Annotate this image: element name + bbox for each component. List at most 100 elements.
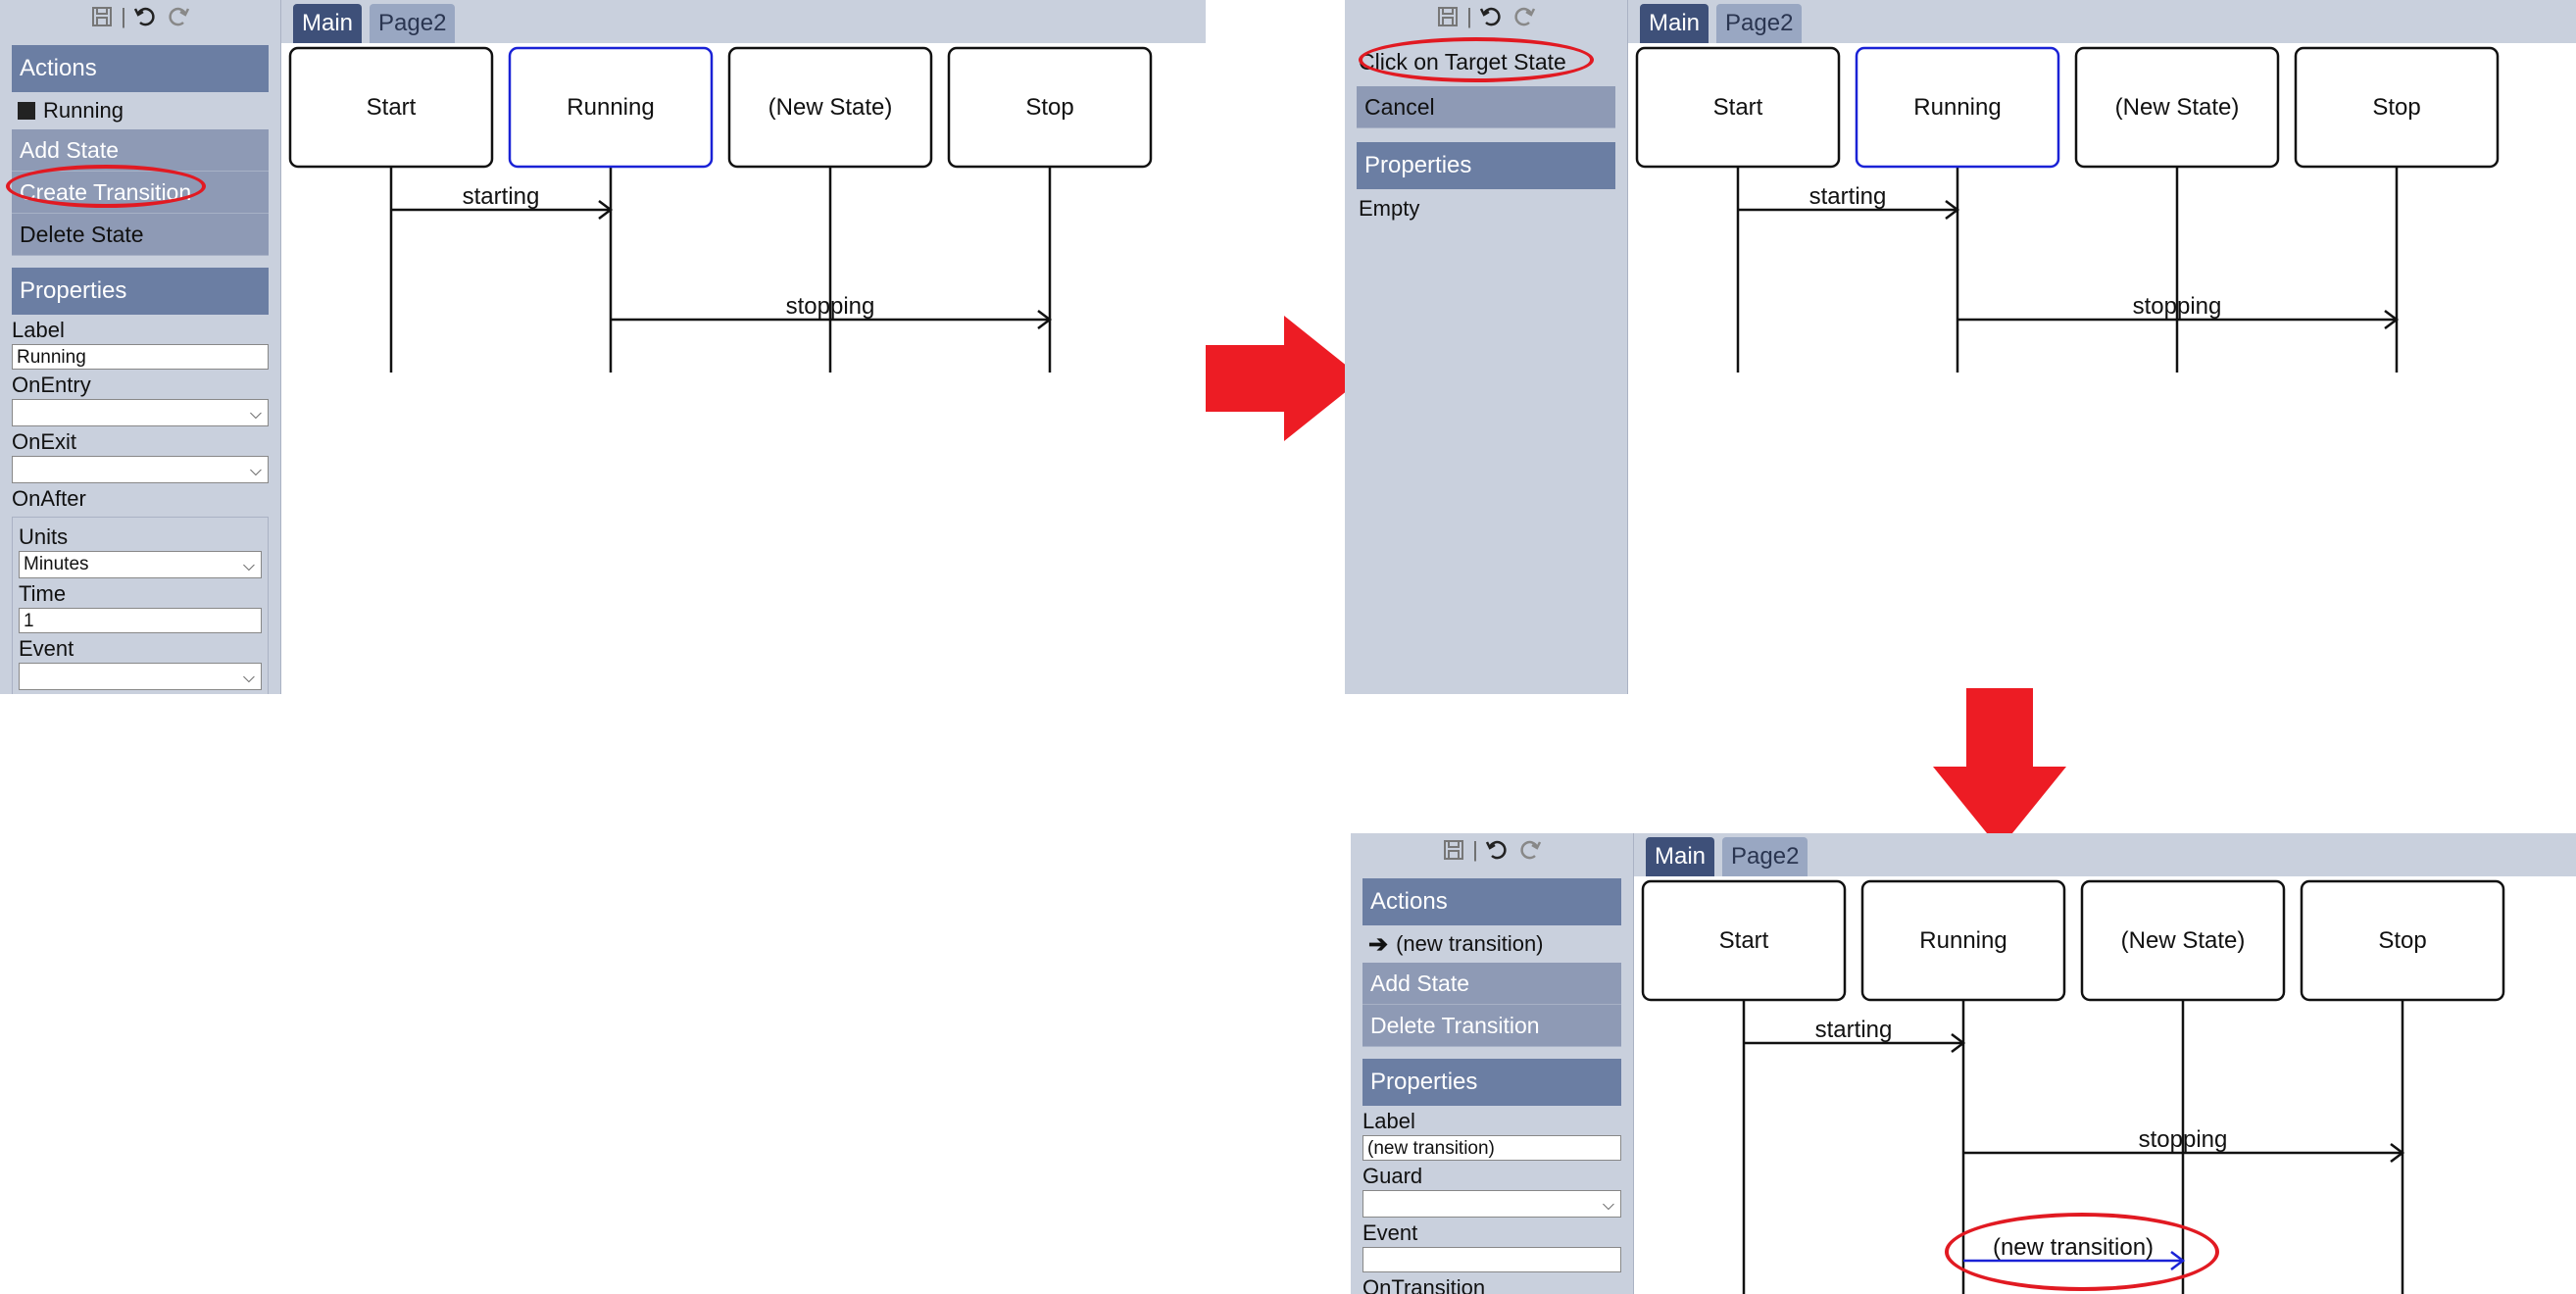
time-label: Time <box>19 581 67 606</box>
selected-transition-indicator: ➔ (new transition) <box>1362 925 1621 963</box>
transition-label: stopping <box>2139 1126 2228 1153</box>
add-state-button[interactable]: Add State <box>12 129 269 172</box>
tab-bar: Main Page2 <box>1628 0 2576 43</box>
delete-state-button[interactable]: Delete State <box>12 214 269 256</box>
state-box-start[interactable]: Start <box>288 46 494 169</box>
selected-state-indicator: Running <box>12 92 269 129</box>
state-label: Running <box>1919 927 2006 954</box>
state-box-start[interactable]: Start <box>1635 46 1841 169</box>
lifelines <box>389 167 1052 373</box>
chevron-down-icon: ⌵ <box>249 463 262 479</box>
onexit-select[interactable]: ⌵ <box>12 456 269 483</box>
state-label: Start <box>1719 927 1769 954</box>
transition-stopping[interactable]: stopping <box>1963 1126 2405 1163</box>
tab-main[interactable]: Main <box>293 4 363 43</box>
state-box-running[interactable]: Running <box>508 46 714 169</box>
properties-header: Properties <box>1357 142 1615 189</box>
transition-label: stopping <box>2133 293 2222 320</box>
redo-icon[interactable] <box>1515 835 1545 865</box>
tab-page2[interactable]: Page2 <box>370 4 456 43</box>
toolbar: | <box>1345 0 1627 33</box>
transition-starting[interactable]: starting <box>1738 183 1960 220</box>
tab-main[interactable]: Main <box>1646 837 1715 876</box>
event-label: Event <box>1362 1220 1418 1245</box>
state-box-stop[interactable]: Stop <box>2300 879 2505 1002</box>
redo-icon[interactable] <box>164 2 193 31</box>
ontransition-label: OnTransition <box>1362 1275 1486 1294</box>
toolbar: | <box>0 0 280 33</box>
sidebar: | Actions ➔ (new transition) Add State D… <box>1351 833 1634 1294</box>
properties-header: Properties <box>12 268 269 315</box>
label-input[interactable]: Running <box>12 344 269 370</box>
lifelines <box>1742 1000 2404 1294</box>
label-field-label: Label <box>12 318 65 342</box>
actions-section: ➔ (new transition) Add State Delete Tran… <box>1362 925 1621 1047</box>
save-icon[interactable] <box>1439 835 1468 865</box>
create-transition-button[interactable]: Create Transition <box>12 172 269 214</box>
transition-new[interactable]: (new transition) <box>1963 1234 2186 1270</box>
lifelines <box>1736 167 2399 373</box>
label-field-label: Label <box>1362 1109 1415 1133</box>
transition-starting[interactable]: starting <box>1744 1017 1966 1053</box>
delete-transition-button[interactable]: Delete Transition <box>1362 1005 1621 1047</box>
label-input[interactable]: (new transition) <box>1362 1135 1621 1161</box>
onexit-label: OnExit <box>12 429 77 454</box>
guard-label: Guard <box>1362 1164 1423 1188</box>
state-box-new-state[interactable]: (New State) <box>727 46 933 169</box>
state-label: Stop <box>1025 94 1073 121</box>
selected-transition-label: (new transition) <box>1396 931 1544 956</box>
undo-icon[interactable] <box>1482 835 1511 865</box>
transition-label: starting <box>1809 183 1887 210</box>
panel-transition-created: | Actions ➔ (new transition) Add State D… <box>1351 833 2576 1294</box>
guard-select[interactable]: ⌵ <box>1362 1190 1621 1218</box>
state-box-start[interactable]: Start <box>1641 879 1847 1002</box>
state-label: Running <box>1913 94 2001 121</box>
chevron-down-icon: ⌵ <box>242 558 255 574</box>
sequence-diagram: Start Running (New State) Stop starting … <box>1635 46 2500 373</box>
sequence-diagram: Start Running (New State) Stop starting … <box>1641 879 2505 1294</box>
toolbar: | <box>1351 833 1633 867</box>
chevron-down-icon: ⌵ <box>242 670 255 686</box>
state-box-running[interactable]: Running <box>1860 879 2066 1002</box>
units-select[interactable]: Minutes⌵ <box>19 551 262 578</box>
transition-stopping[interactable]: stopping <box>1957 293 2400 329</box>
down-arrow-icon <box>1933 688 2066 849</box>
state-box-stop[interactable]: Stop <box>947 46 1153 169</box>
transition-starting[interactable]: starting <box>391 183 614 220</box>
event-input[interactable] <box>1362 1247 1621 1272</box>
transition-label: starting <box>463 183 540 210</box>
right-arrow-icon <box>1206 316 1362 441</box>
tab-page2[interactable]: Page2 <box>1716 4 1803 43</box>
sidebar: | Click on Target State Cancel Propertie… <box>1345 0 1628 694</box>
cancel-button[interactable]: Cancel <box>1357 86 1615 128</box>
event-select[interactable]: ⌵ <box>19 663 262 690</box>
state-label: (New State) <box>768 94 893 121</box>
tab-page2[interactable]: Page2 <box>1722 837 1808 876</box>
transition-label: stopping <box>786 293 875 320</box>
state-box-stop[interactable]: Stop <box>2294 46 2500 169</box>
actions-header: Actions <box>1362 878 1621 925</box>
transition-stopping[interactable]: stopping <box>611 293 1053 329</box>
save-icon[interactable] <box>87 2 117 31</box>
state-box-new-state[interactable]: (New State) <box>2074 46 2280 169</box>
add-state-button[interactable]: Add State <box>1362 963 1621 1005</box>
tab-bar: Main Page2 <box>1634 833 2576 876</box>
tab-main[interactable]: Main <box>1640 4 1709 43</box>
state-box-running[interactable]: Running <box>1855 46 2060 169</box>
time-input[interactable]: 1 <box>19 608 262 633</box>
properties-empty: Empty <box>1359 196 1420 221</box>
toolbar-separator: | <box>1466 4 1472 28</box>
arrow-right-icon: ➔ <box>1368 930 1389 958</box>
redo-icon[interactable] <box>1510 2 1539 31</box>
state-box-new-state[interactable]: (New State) <box>2080 879 2286 1002</box>
undo-icon[interactable] <box>1476 2 1506 31</box>
state-label: Start <box>1713 94 1763 121</box>
toolbar-separator: | <box>1472 837 1478 862</box>
diagram-canvas: Start Running (New State) Stop starting … <box>1634 876 2576 1294</box>
properties-header: Properties <box>1362 1059 1621 1106</box>
save-icon[interactable] <box>1433 2 1462 31</box>
onentry-select[interactable]: ⌵ <box>12 399 269 426</box>
undo-icon[interactable] <box>130 2 160 31</box>
panel-initial: | Actions Running Add State Create Trans… <box>0 0 1206 694</box>
transition-label: (new transition) <box>1993 1234 2154 1261</box>
